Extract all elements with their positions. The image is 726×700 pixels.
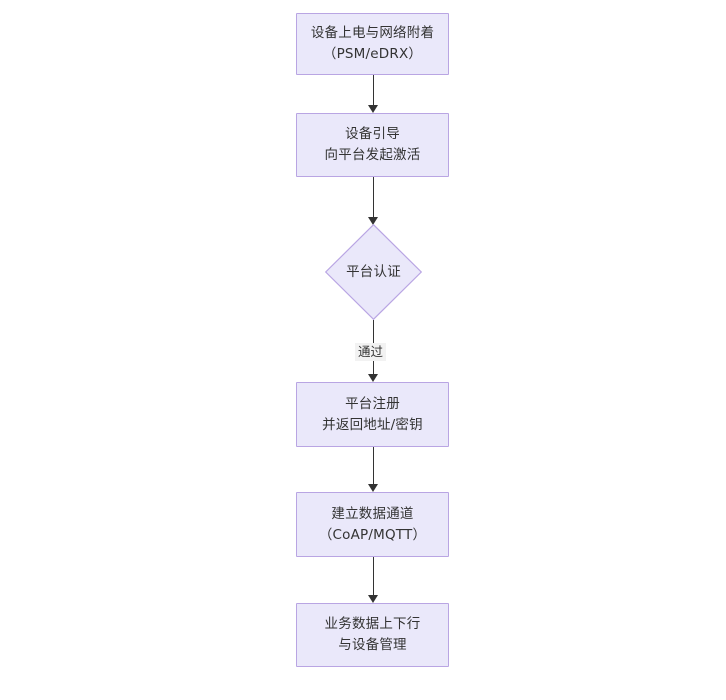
flow-node-establish-data-channel[interactable]: 建立数据通道 （CoAP/MQTT） [296, 492, 449, 557]
arrowhead-icon [368, 484, 378, 492]
flow-node-label: 平台认证 [346, 263, 401, 280]
flow-node-label: 业务数据上下行 与设备管理 [324, 616, 421, 653]
connector-line [372, 177, 374, 217]
flow-node-label: 建立数据通道 （CoAP/MQTT） [318, 505, 427, 543]
arrowhead-icon [368, 105, 378, 113]
flow-node-device-bootstrap[interactable]: 设备引导 向平台发起激活 [296, 113, 449, 177]
connector-line [372, 75, 374, 105]
flow-node-label: 平台注册 并返回地址/密钥 [322, 395, 423, 433]
arrowhead-icon [368, 595, 378, 603]
connector-line [372, 447, 374, 484]
flow-node-platform-auth-decision[interactable]: 平台认证 [325, 224, 422, 320]
flow-node-device-power-on[interactable]: 设备上电与网络附着 （PSM/eDRX） [296, 13, 449, 75]
edge-label-pass: 通过 [355, 343, 387, 361]
flow-node-label: 设备上电与网络附着 （PSM/eDRX） [310, 25, 435, 62]
flow-node-business-data-and-device-mgmt[interactable]: 业务数据上下行 与设备管理 [296, 603, 449, 667]
arrowhead-icon [368, 374, 378, 382]
flow-node-platform-register[interactable]: 平台注册 并返回地址/密钥 [296, 382, 449, 447]
arrowhead-icon [368, 217, 378, 225]
connector-line [372, 557, 374, 595]
flow-node-label: 设备引导 向平台发起激活 [324, 126, 421, 163]
diamond-shape-icon [325, 224, 422, 320]
